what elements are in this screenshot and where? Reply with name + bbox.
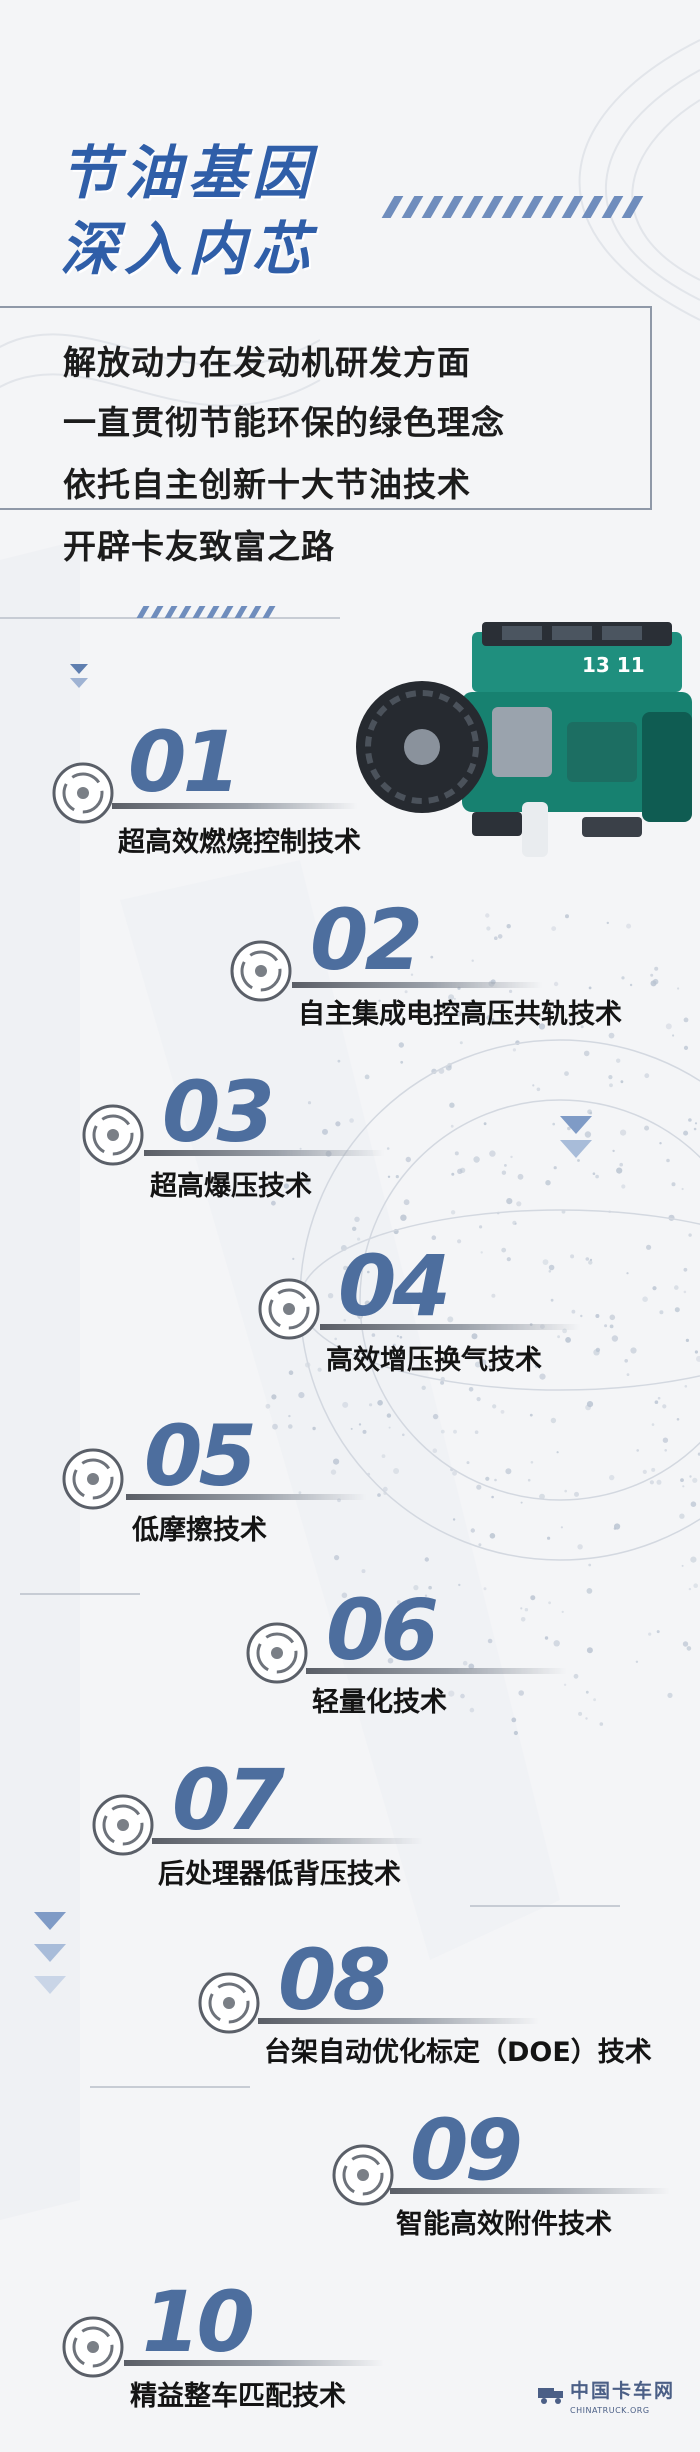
tech-label: 超高效燃烧控制技术: [118, 827, 361, 858]
disc-icon: [62, 2316, 124, 2378]
tech-number: 03: [162, 1063, 275, 1161]
tech-number: 10: [142, 2273, 255, 2371]
tech-number: 08: [278, 1931, 391, 2029]
tech-label: 轻量化技术: [312, 1687, 447, 1718]
tech-label: 智能高效附件技术: [396, 2209, 612, 2240]
tech-number: 04: [338, 1237, 451, 1335]
tech-label: 高效增压换气技术: [326, 1345, 542, 1376]
watermark-logo: 中国卡车网 CHINATRUCK.ORG: [536, 2370, 684, 2430]
title-line-1: 节油基因: [60, 139, 317, 207]
tech-label: 自主集成电控高压共轨技术: [298, 999, 622, 1030]
arrows-icon: [560, 1116, 592, 1158]
truck-icon: [538, 2388, 563, 2404]
tech-number: 06: [326, 1581, 439, 1679]
tech-number: 05: [144, 1407, 257, 1505]
disc-icon: [246, 1622, 308, 1684]
small-arrows-icon: [70, 664, 88, 688]
tech-bar: [152, 1838, 422, 1844]
disc-icon: [198, 1972, 260, 2034]
title-stripes: [381, 196, 644, 218]
tech-number: 02: [310, 891, 423, 989]
tech-bar: [144, 1150, 384, 1156]
tech-bar: [124, 2360, 384, 2366]
disc-icon: [258, 1278, 320, 1340]
arrows-icon: [34, 1912, 66, 1994]
title-line-2: 深入内芯: [60, 215, 317, 283]
engine-image: 13 11: [356, 622, 692, 857]
tech-label: 后处理器低背压技术: [158, 1859, 401, 1890]
tech-label: 超高爆压技术: [150, 1171, 312, 1202]
tech-bar: [292, 982, 542, 988]
intro-line-1: 解放动力在发动机研发方面: [63, 343, 471, 382]
disc-icon: [332, 2144, 394, 2206]
tech-label: 台架自动优化标定（DOE）技术: [264, 2037, 652, 2068]
tech-bar: [112, 803, 357, 809]
watermark-text: 中国卡车网: [570, 2380, 676, 2402]
disc-icon: [62, 1448, 124, 1510]
disc-icon: [52, 762, 114, 824]
tech-number: 09: [410, 2101, 523, 2199]
intro-line-2: 一直贯彻节能环保的绿色理念: [63, 403, 505, 442]
tech-bar: [390, 2188, 670, 2194]
disc-icon: [92, 1794, 154, 1856]
tech-label: 精益整车匹配技术: [130, 2381, 346, 2412]
tech-bar: [258, 2018, 538, 2024]
watermark-sub: CHINATRUCK.ORG: [570, 2406, 650, 2415]
tech-number: 07: [172, 1751, 285, 1849]
intro-line-4: 开辟卡友致富之路: [63, 527, 335, 566]
intro-line-3: 依托自主创新十大节油技术: [63, 465, 471, 504]
intro-frame: [0, 306, 652, 510]
tech-bar: [306, 1668, 566, 1674]
tech-number: 01: [128, 713, 241, 811]
cylinder-marks: 13 11: [582, 653, 645, 677]
disc-icon: [230, 940, 292, 1002]
divider-stripes: [136, 606, 330, 618]
tech-bar: [126, 1494, 366, 1500]
tech-label: 低摩擦技术: [132, 1515, 267, 1546]
disc-icon: [82, 1104, 144, 1166]
tech-bar: [320, 1324, 580, 1330]
